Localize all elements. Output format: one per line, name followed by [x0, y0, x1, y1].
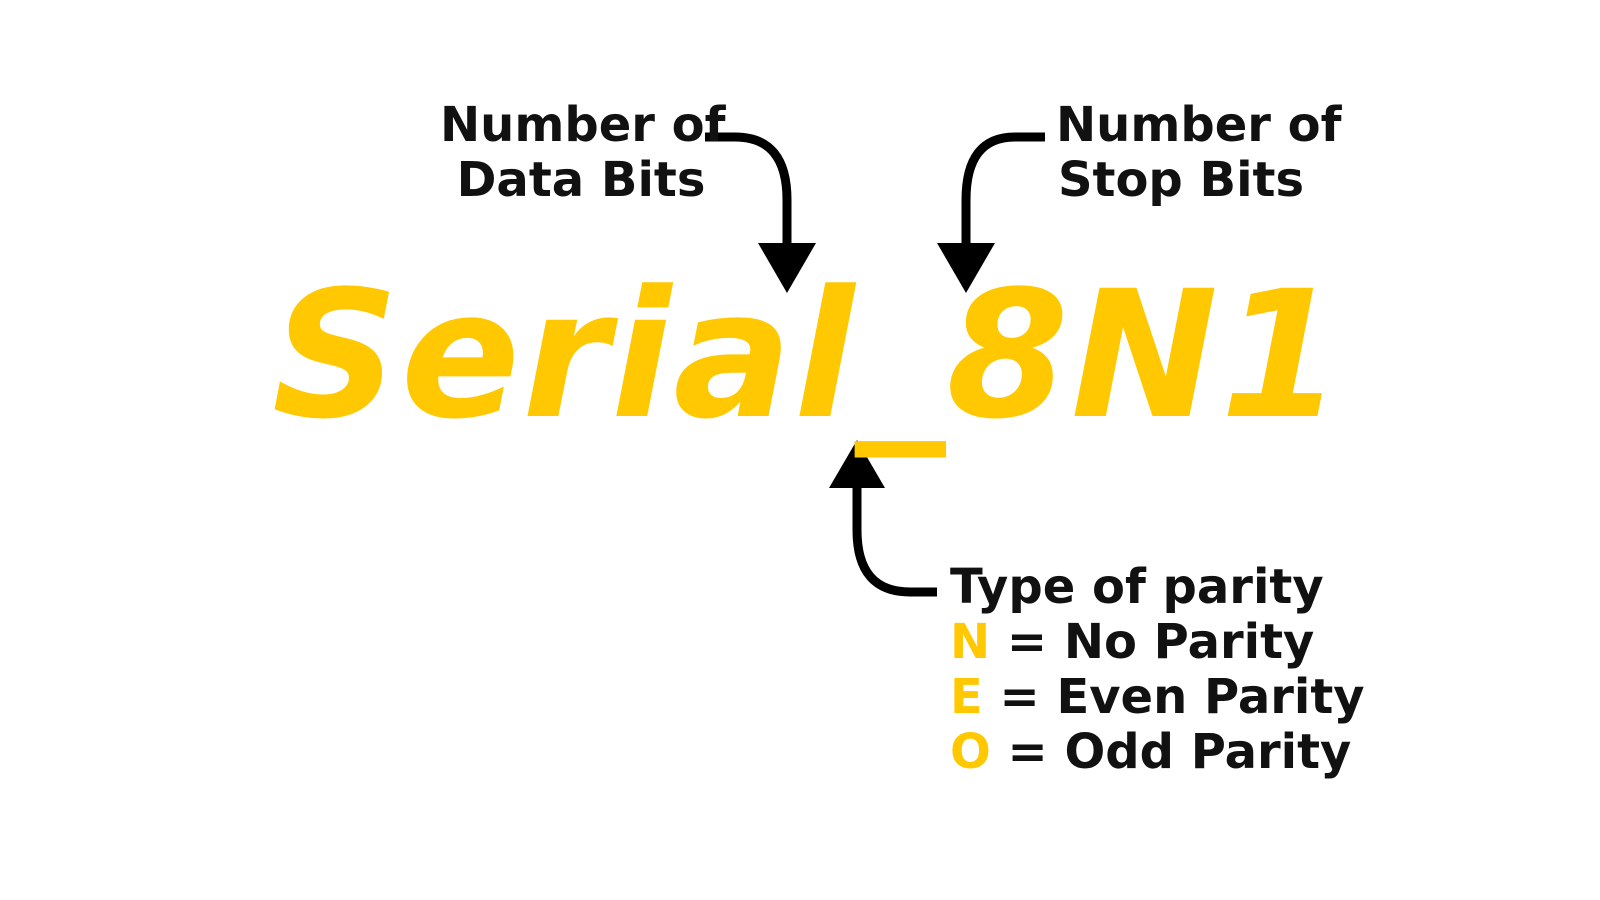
parity-code-n: N	[950, 614, 991, 670]
data-bits-line-1: Number of	[440, 97, 726, 153]
arrow-data-bits	[705, 132, 792, 245]
parity-heading: Type of parity	[950, 559, 1324, 615]
data-bits-line-2: Data Bits	[456, 152, 706, 208]
arrowhead-parity	[829, 440, 885, 488]
parity-label-e: = Even Parity	[982, 669, 1365, 725]
parity-label-o: = Odd Parity	[990, 724, 1352, 780]
arrow-stop-bits	[961, 132, 1045, 245]
parity-callout: Type of parity N = No Parity E = Even Pa…	[950, 560, 1365, 780]
data-bits-callout: Number of Data Bits	[440, 97, 726, 208]
parity-label-n: = No Parity	[990, 614, 1315, 670]
parity-option-odd: O = Odd Parity	[950, 725, 1365, 780]
stop-bits-line-1: Number of	[1056, 97, 1342, 153]
arrow-parity	[852, 485, 937, 597]
parity-option-even: E = Even Parity	[950, 670, 1365, 725]
arrowhead-data-bits	[758, 243, 816, 293]
stop-bits-callout: Number of Stop Bits	[1056, 97, 1342, 208]
parity-code-o: O	[950, 724, 991, 780]
serial-config-title: Serial_8N1	[272, 253, 1345, 458]
parity-code-e: E	[950, 669, 983, 725]
arrowhead-stop-bits	[937, 243, 995, 293]
parity-option-none: N = No Parity	[950, 615, 1365, 670]
stop-bits-line-2: Stop Bits	[1057, 152, 1305, 208]
